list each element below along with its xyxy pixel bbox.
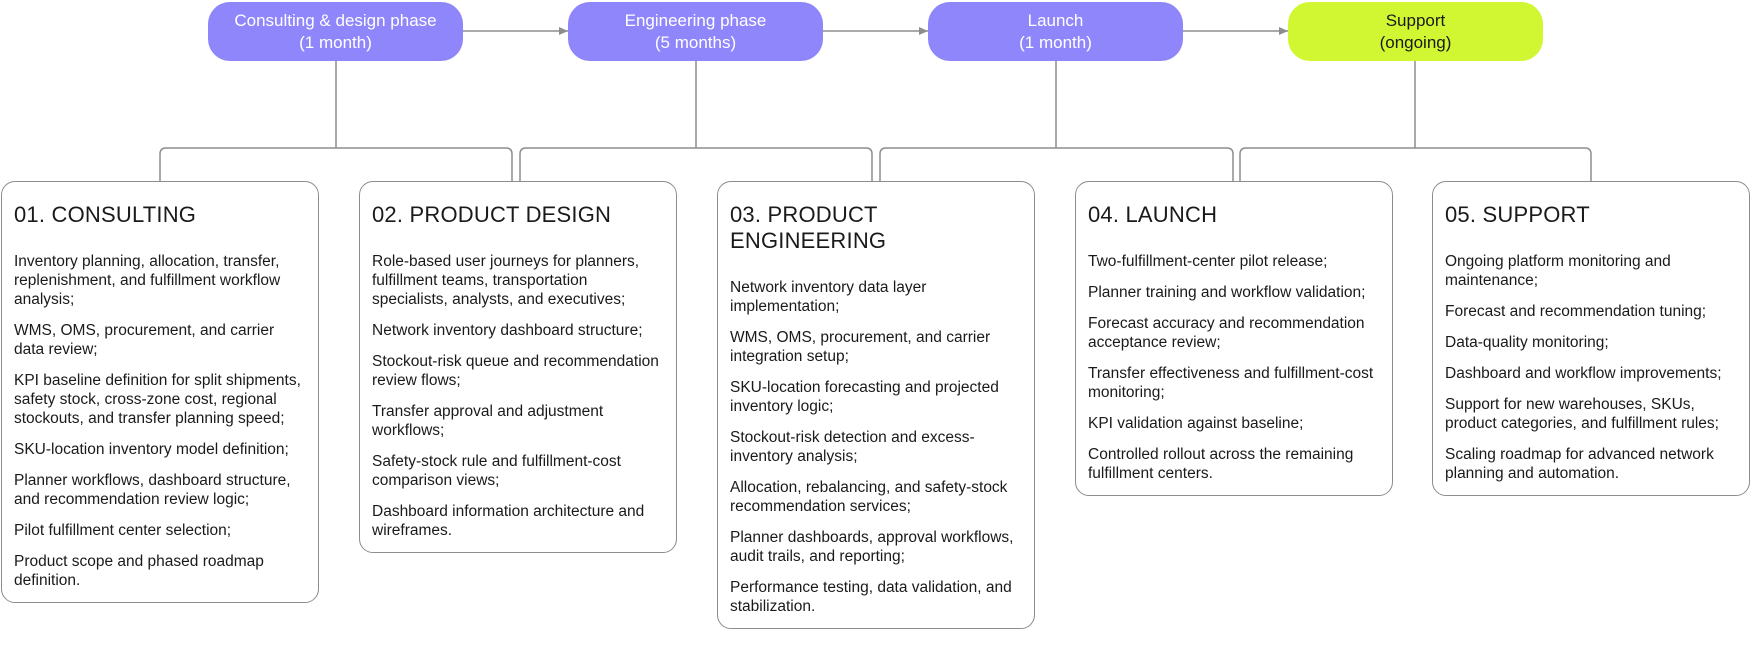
card-title: 04. LAUNCH bbox=[1088, 202, 1218, 227]
card-launch: 04. LAUNCH Two-fulfillment-center pilot … bbox=[1075, 181, 1393, 496]
phase-engineering: Engineering phase (5 months) bbox=[568, 2, 823, 61]
list-item: WMS, OMS, procurement, and carrier integ… bbox=[730, 329, 991, 365]
bracket-phase-1 bbox=[159, 147, 513, 181]
phase-name: Launch bbox=[1027, 10, 1084, 30]
card-item-list: Two-fulfillment-center pilot release; Pl… bbox=[1088, 252, 1380, 483]
list-item: Forecast accuracy and recommendation acc… bbox=[1088, 315, 1365, 351]
list-item: Ongoing platform monitoring and maintena… bbox=[1445, 253, 1671, 289]
list-item: Planner workflows, dashboard structure, … bbox=[14, 472, 291, 508]
list-item: Scaling roadmap for advanced network pla… bbox=[1445, 446, 1714, 482]
list-item: Data-quality monitoring; bbox=[1445, 334, 1609, 351]
phase-name: Consulting & design phase bbox=[234, 10, 437, 30]
list-item: Stockout-risk queue and recommendation r… bbox=[372, 353, 659, 389]
bracket-phase-2 bbox=[519, 147, 873, 181]
list-item: Inventory planning, allocation, transfer… bbox=[14, 253, 281, 308]
card-title: 03. PRODUCT ENGINEERING bbox=[730, 202, 887, 253]
card-title: 05. SUPPORT bbox=[1445, 202, 1590, 227]
list-item: Network inventory data layer implementat… bbox=[730, 279, 927, 315]
list-item: Two-fulfillment-center pilot release; bbox=[1088, 253, 1328, 270]
list-item: Safety-stock rule and fulfillment-cost c… bbox=[372, 453, 621, 489]
card-consulting: 01. CONSULTING Inventory planning, alloc… bbox=[1, 181, 319, 603]
list-item: Pilot fulfillment center selection; bbox=[14, 522, 232, 539]
card-item-list: Ongoing platform monitoring and maintena… bbox=[1445, 252, 1737, 483]
list-item: Performance testing, data validation, an… bbox=[730, 579, 1012, 615]
card-product-design: 02. PRODUCT DESIGN Role-based user journ… bbox=[359, 181, 677, 553]
phase-duration: (5 months) bbox=[654, 32, 737, 52]
phase-duration: (ongoing) bbox=[1379, 32, 1452, 52]
list-item: Controlled rollout across the remaining … bbox=[1088, 446, 1354, 482]
list-item: WMS, OMS, procurement, and carrier data … bbox=[14, 322, 275, 358]
list-item: Stockout-risk detection and excess-inven… bbox=[730, 429, 975, 465]
list-item: Product scope and phased roadmap definit… bbox=[14, 553, 264, 589]
list-item: Allocation, rebalancing, and safety-stoc… bbox=[730, 479, 1008, 515]
card-support: 05. SUPPORT Ongoing platform monitoring … bbox=[1432, 181, 1750, 496]
card-item-list: Network inventory data layer implementat… bbox=[730, 278, 1022, 616]
list-item: Transfer effectiveness and fulfillment-c… bbox=[1088, 365, 1374, 401]
phase-name: Engineering phase bbox=[624, 10, 767, 30]
phase-consulting-design: Consulting & design phase (1 month) bbox=[208, 2, 463, 61]
card-title: 01. CONSULTING bbox=[14, 202, 197, 227]
list-item: Dashboard and workflow improvements; bbox=[1445, 365, 1722, 382]
list-item: Transfer approval and adjustment workflo… bbox=[372, 403, 604, 439]
list-item: KPI baseline definition for split shipme… bbox=[14, 372, 301, 427]
bracket-phase-4 bbox=[1239, 147, 1592, 181]
card-product-engineering: 03. PRODUCT ENGINEERING Network inventor… bbox=[717, 181, 1035, 629]
card-item-list: Inventory planning, allocation, transfer… bbox=[14, 252, 306, 590]
list-item: Planner dashboards, approval workflows, … bbox=[730, 529, 1014, 565]
card-title: 02. PRODUCT DESIGN bbox=[372, 202, 612, 227]
phase-duration: (1 month) bbox=[1019, 32, 1092, 52]
phase-name: Support bbox=[1385, 10, 1446, 30]
card-item-list: Role-based user journeys for planners, f… bbox=[372, 252, 664, 540]
list-item: Forecast and recommendation tuning; bbox=[1445, 303, 1707, 320]
phase-support: Support (ongoing) bbox=[1288, 2, 1543, 61]
list-item: Support for new warehouses, SKUs, produc… bbox=[1445, 396, 1719, 432]
list-item: Role-based user journeys for planners, f… bbox=[372, 253, 640, 308]
bracket-phase-3 bbox=[879, 147, 1234, 181]
list-item: SKU-location forecasting and projected i… bbox=[730, 379, 999, 415]
list-item: KPI validation against baseline; bbox=[1088, 415, 1304, 432]
list-item: Dashboard information architecture and w… bbox=[372, 503, 645, 539]
list-item: Network inventory dashboard structure; bbox=[372, 322, 643, 339]
list-item: SKU-location inventory model definition; bbox=[14, 441, 289, 458]
list-item: Planner training and workflow validation… bbox=[1088, 284, 1366, 301]
phase-launch: Launch (1 month) bbox=[928, 2, 1183, 61]
phase-duration: (1 month) bbox=[299, 32, 372, 52]
